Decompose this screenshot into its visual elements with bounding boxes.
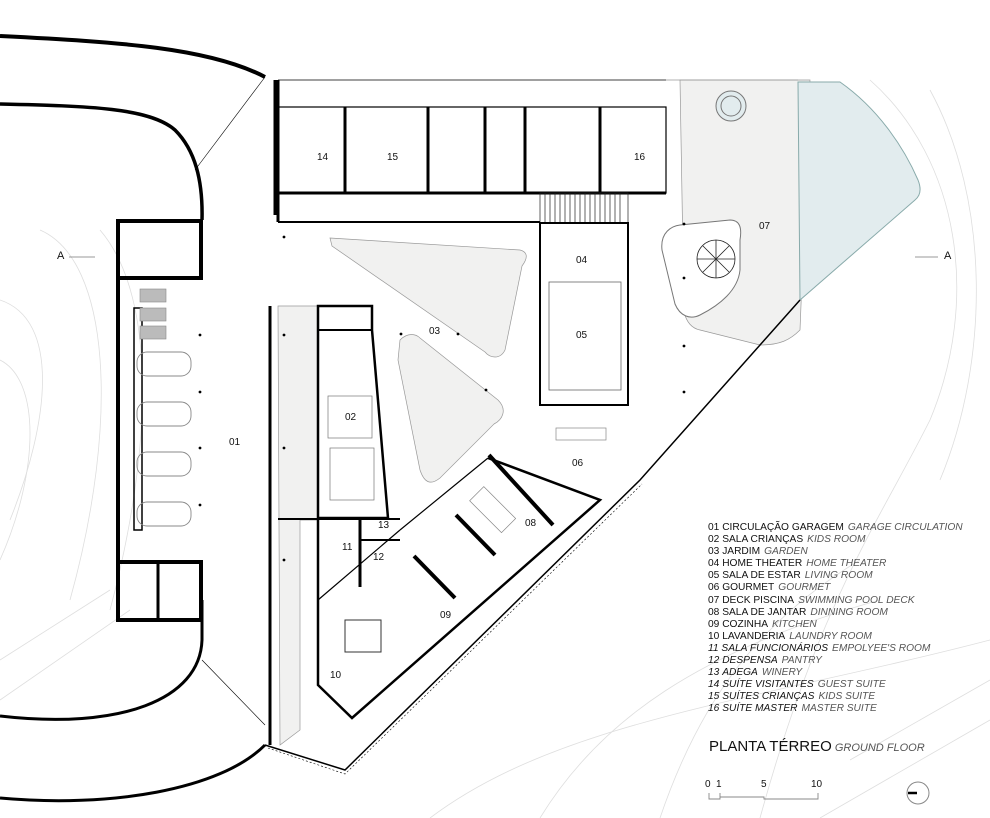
title-pt: PLANTA TÉRREO xyxy=(709,738,832,755)
room-label-15: 15 xyxy=(387,152,399,163)
room-label-02: 02 xyxy=(345,412,357,423)
scale-bar xyxy=(708,793,819,800)
room-label-09: 09 xyxy=(440,610,452,621)
section-marker-right: A xyxy=(944,250,952,262)
jacuzzi xyxy=(715,90,747,122)
main-stair xyxy=(539,192,629,224)
bedroom-wing xyxy=(276,79,667,223)
scale-tick-0: 0 xyxy=(705,779,711,790)
scale-tick-1: 1 xyxy=(716,779,722,790)
living-block xyxy=(539,222,629,406)
swimming-pool xyxy=(797,81,921,302)
kids-room xyxy=(316,304,390,520)
scale-tick-10: 10 xyxy=(811,779,823,790)
scale-tick-5: 5 xyxy=(761,779,767,790)
room-label-05: 05 xyxy=(576,330,588,341)
room-label-16: 16 xyxy=(634,152,646,163)
room-label-04: 04 xyxy=(576,255,588,266)
terrace-edge xyxy=(264,299,801,775)
room-label-10: 10 xyxy=(330,670,342,681)
room-label-12: 12 xyxy=(373,552,385,563)
title-en: GROUND FLOOR xyxy=(834,742,925,754)
section-marker-left: A xyxy=(57,250,65,262)
spiral-stair-icon xyxy=(696,239,736,279)
west-retaining-wall xyxy=(268,80,277,745)
room-label-01: 01 xyxy=(229,437,241,448)
planter xyxy=(661,219,742,318)
service-wing xyxy=(316,453,603,720)
driveway xyxy=(0,34,267,803)
room-label-14: 14 xyxy=(317,152,329,163)
motorbikes xyxy=(139,288,167,340)
room-label-08: 08 xyxy=(525,518,537,529)
room-label-06: 06 xyxy=(572,458,584,469)
room-label-07: 07 xyxy=(759,221,771,232)
terrain-contours xyxy=(0,79,990,818)
dining-table xyxy=(469,427,607,534)
room-label-11: 11 xyxy=(342,542,353,553)
cars xyxy=(136,351,192,527)
north-arrow-icon xyxy=(906,781,930,805)
columns xyxy=(198,222,686,562)
room-label-13: 13 xyxy=(378,520,390,531)
room-label-03: 03 xyxy=(429,326,441,337)
garage xyxy=(116,219,203,622)
